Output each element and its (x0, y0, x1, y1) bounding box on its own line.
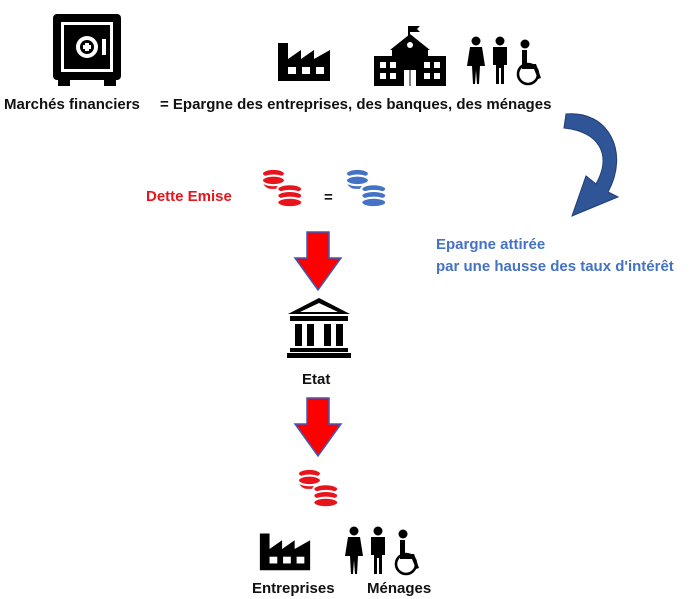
equals-sign: = (324, 189, 333, 206)
coins-icon (260, 166, 308, 212)
dette-label: Dette Emise (146, 188, 232, 205)
coins-icon (344, 166, 392, 212)
factory-icon (274, 28, 334, 88)
epargne-label: = Epargne des entreprises, des banques, … (160, 96, 552, 113)
attiree-line1: Epargne attirée (436, 236, 546, 253)
coins-icon (296, 466, 344, 512)
entreprises-label: Entreprises (252, 580, 335, 597)
bank-icon (286, 296, 352, 358)
arrow-down-icon (293, 396, 343, 458)
safe-icon (50, 12, 124, 88)
factory-icon (256, 520, 314, 576)
family-disabled-icon (344, 524, 434, 578)
family-disabled-icon (466, 34, 556, 88)
arrow-down-icon (293, 230, 343, 292)
menages-label: Ménages (367, 580, 432, 597)
etat-label: Etat (302, 371, 331, 388)
attiree-line2: par une hausse des taux d'intérêt (436, 258, 674, 275)
curved-arrow-icon (560, 100, 630, 225)
school-icon (372, 26, 448, 88)
marches-label: Marchés financiers (4, 96, 140, 113)
